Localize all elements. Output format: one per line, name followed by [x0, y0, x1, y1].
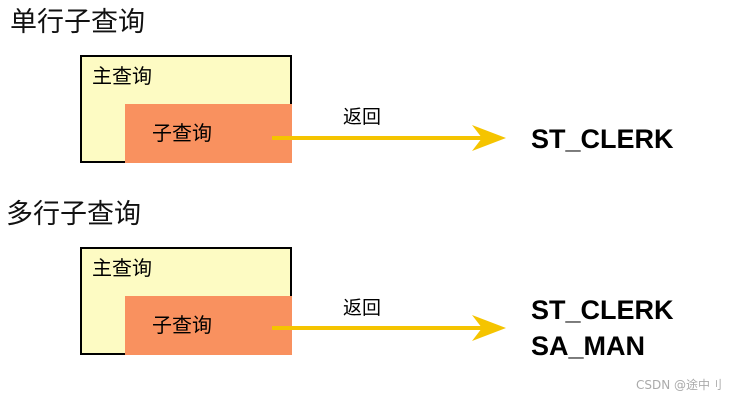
single-row-subquery-label: 子查询: [152, 121, 212, 145]
multi-row-main-query-label: 主查询: [92, 256, 152, 280]
multi-row-result-2: SA_MAN: [531, 331, 646, 361]
single-row-main-query-label: 主查询: [92, 64, 152, 88]
multi-row-subquery-box: 子查询: [125, 296, 292, 355]
multi-row-main-query-box: 主查询 子查询: [80, 247, 292, 355]
multi-row-return-label: 返回: [343, 297, 382, 319]
single-row-subquery-box: 子查询: [125, 104, 292, 163]
multi-row-subquery-label: 子查询: [152, 313, 212, 337]
single-row-return-label: 返回: [343, 106, 382, 128]
single-row-main-query-box: 主查询 子查询: [80, 55, 292, 163]
watermark: CSDN @途中刂: [635, 378, 722, 392]
single-row-title: 单行子查询: [10, 7, 145, 38]
multi-row-title: 多行子查询: [6, 199, 141, 230]
multi-row-result-1: ST_CLERK: [531, 295, 674, 325]
single-row-result-1: ST_CLERK: [531, 124, 674, 154]
single-row-return-arrow: [272, 125, 506, 151]
multi-row-return-arrow: [272, 315, 506, 341]
